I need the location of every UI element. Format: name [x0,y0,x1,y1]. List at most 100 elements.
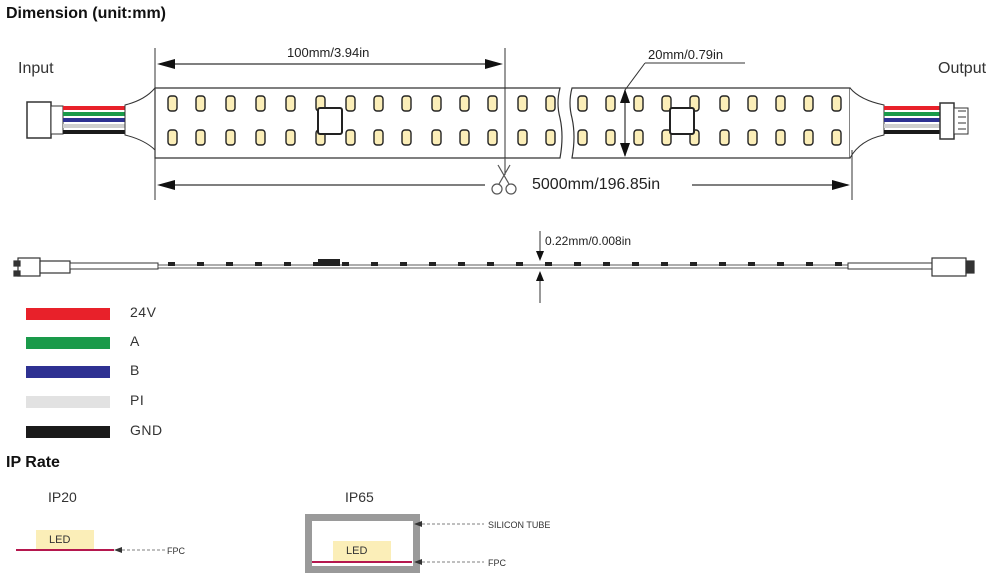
input-wires [63,106,125,134]
side-led-chip [255,262,262,266]
side-led-chip [284,262,291,266]
led-chip [255,129,266,146]
led-chip [345,95,356,112]
led-chip [285,129,296,146]
input-label: Input [18,60,54,77]
led-chip [747,95,758,112]
led-chip [167,95,178,112]
ip65-fpc-label: FPC [488,558,506,568]
led-chip [747,129,758,146]
side-led-array [168,262,842,266]
led-chip [345,129,356,146]
output-label: Output [938,60,987,77]
legend-label: PI [130,392,145,408]
legend-label: B [130,362,140,378]
strip-side-view [13,231,975,303]
ip65-led: LED [333,541,391,561]
led-chip [431,95,442,112]
side-led-chip [197,262,204,266]
led-chip [577,129,588,146]
led-chip [633,95,644,112]
led-chip [719,95,730,112]
led-chip [661,95,672,112]
led-chip [225,95,236,112]
side-led-chip [603,262,610,266]
side-led-chip [487,262,494,266]
ip20-fpc-diagram [16,547,166,553]
legend-swatch [26,337,110,349]
legend-swatch [26,396,110,408]
dimension-heading: Dimension (unit:mm) [6,5,166,22]
side-led-chip [342,262,349,266]
side-led-chip [545,262,552,266]
legend-label: A [130,333,140,349]
side-led-chip [632,262,639,266]
ip20-led: LED [36,530,94,550]
led-chip [195,129,206,146]
led-chip [431,129,442,146]
led-chip [605,95,616,112]
led-chip [831,95,842,112]
legend-label: GND [130,422,163,438]
side-led-chip [371,262,378,266]
side-led-chip [429,262,436,266]
ic-chip [317,107,343,135]
led-chip [633,129,644,146]
scissors-icon [491,158,517,195]
led-chip [605,129,616,146]
ic-chip [669,107,695,135]
side-led-chip [168,262,175,266]
ip20-title: IP20 [48,489,77,505]
legend-label: 24V [130,304,157,320]
led-chip [487,129,498,146]
ip65-silicon-tube [305,514,420,573]
led-chip [803,95,814,112]
led-chip [285,95,296,112]
output-connector [939,102,969,140]
thickness-label: 0.22mm/0.008in [545,234,632,248]
side-led-chip [313,262,320,266]
led-chip [661,129,672,146]
led-chip [195,95,206,112]
led-chip [831,129,842,146]
led-chip [545,95,556,112]
led-chip [517,95,528,112]
side-led-chip [835,262,842,266]
ip20-led-label: LED [49,534,71,546]
led-chip [167,129,178,146]
side-led-chip [748,262,755,266]
side-input-connector [13,257,71,277]
ip65-callouts [312,521,484,565]
segment-length-label: 100mm/3.94in [287,45,370,60]
led-chip [775,129,786,146]
side-led-chip [516,262,523,266]
led-chip [487,95,498,112]
side-led-chip [574,262,581,266]
led-chip [401,129,412,146]
legend-swatch [26,366,110,378]
led-chip [401,95,412,112]
led-chip [225,129,236,146]
legend-swatch [26,426,110,438]
side-led-chip [690,262,697,266]
strip-width-label: 20mm/0.79in [648,47,724,62]
output-wires [884,106,940,134]
ip65-tube-label: SILICON TUBE [488,520,551,530]
input-connector [26,101,64,139]
side-led-chip [458,262,465,266]
side-led-chip [226,262,233,266]
led-chip [517,129,528,146]
ip-rate-heading: IP Rate [6,454,60,471]
ip20-fpc-label: FPC [167,546,185,556]
total-length-label: 5000mm/196.85in [532,176,661,193]
led-chip [255,95,266,112]
led-chip [373,129,384,146]
side-led-chip [400,262,407,266]
led-chip [577,95,588,112]
led-chip [719,129,730,146]
led-chip [545,129,556,146]
led-chip [459,129,470,146]
side-led-chip [661,262,668,266]
led-chip [775,95,786,112]
led-chip [803,129,814,146]
